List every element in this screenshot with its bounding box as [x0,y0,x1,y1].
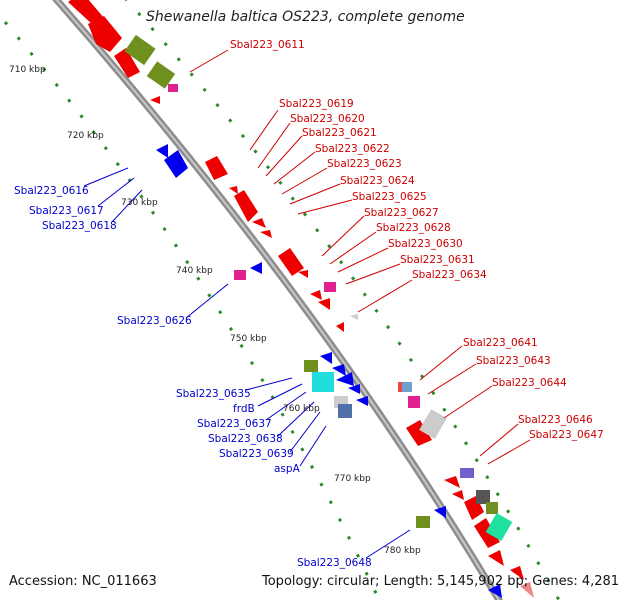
gene-label: Sbal223_0634 [412,269,487,281]
gene-box [124,34,156,66]
gene-label: Sbal223_0635 [176,388,251,400]
gene-label: Sbal223_0641 [463,337,538,349]
gene-label: Sbal223_0628 [376,222,451,234]
tick-label: 720 kbp [67,131,104,141]
gene-label: Sbal223_0631 [400,254,475,266]
gene-label: Sbal223_0630 [388,238,463,250]
gene-label: Sbal223_0643 [476,355,551,367]
forward-genes [68,0,534,598]
reverse-gene-labels: Sbal223_0616 Sbal223_0617 Sbal223_0618 S… [14,185,372,569]
kbp-tick-labels: 710 kbp 720 kbp 730 kbp 740 kbp 750 kbp … [9,65,421,556]
accession-label: Accession: NC_011663 [9,574,157,589]
tick-label: 740 kbp [176,266,213,276]
gene-label: Sbal223_0617 [29,205,104,217]
gene-arrow [234,190,258,222]
gene-arrow [68,0,104,24]
reverse-genes [156,144,502,598]
gene-label: Sbal223_0647 [529,429,604,441]
gene-arrow [88,16,122,52]
forward-gene-labels: Sbal223_0611 Sbal223_0619 Sbal223_0620 S… [230,39,604,441]
genome-summary: Topology: circular; Length: 5,145,902 bp… [262,574,619,589]
gene-label: Sbal223_0626 [117,315,192,327]
gene-label: Sbal223_0638 [208,433,283,445]
gene-arrow [474,518,500,548]
gene-label: Sbal223_0646 [518,414,593,426]
map-title: Shewanella baltica OS223, complete genom… [146,9,465,25]
gene-label: Sbal223_0616 [14,185,89,197]
tick-label: 710 kbp [9,65,46,75]
gene-arrow [278,248,304,276]
gene-label: Sbal223_0622 [315,143,390,155]
genome-backbone [52,0,503,600]
gene-label: frdB [233,403,255,415]
gene-arrow [164,150,188,178]
gene-label: Sbal223_0611 [230,39,305,51]
gene-arrow [406,420,432,446]
gene-label: Sbal223_0618 [42,220,117,232]
tick-label: 730 kbp [121,198,158,208]
gene-arrow [114,48,140,78]
tick-dot-tracks [3,0,561,600]
gene-label: Sbal223_0624 [340,175,415,187]
genome-map: 710 kbp 720 kbp 730 kbp 740 kbp 750 kbp … [3,0,604,600]
tick-label: 750 kbp [230,334,267,344]
tick-label: 780 kbp [384,546,421,556]
gene-arrow [205,156,228,180]
gene-label: Sbal223_0648 [297,557,372,569]
gene-label: Sbal223_0625 [352,191,427,203]
gene-label: Sbal223_0621 [302,127,377,139]
gene-label: Sbal223_0644 [492,377,567,389]
gene-label: aspA [274,463,301,475]
gene-box [146,61,176,89]
tick-label: 770 kbp [334,474,371,484]
gene-label: Sbal223_0637 [197,418,272,430]
gene-label: Sbal223_0639 [219,448,294,460]
tick-label: 760 kbp [283,404,320,414]
gene-label: Sbal223_0620 [290,113,365,125]
gene-label: Sbal223_0623 [327,158,402,170]
gene-label: Sbal223_0627 [364,207,439,219]
leader-lines [83,49,531,559]
gene-label: Sbal223_0619 [279,98,354,110]
